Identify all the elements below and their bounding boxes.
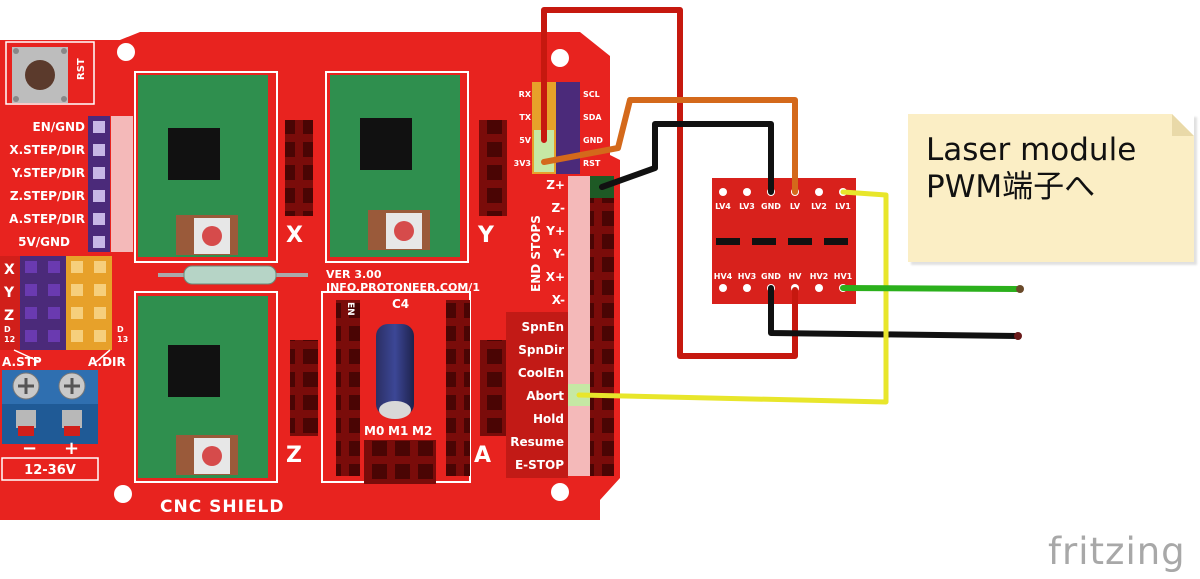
mounting-hole xyxy=(117,43,135,61)
pin-spnen: SpnEn xyxy=(521,320,564,334)
pin-resume: Resume xyxy=(510,435,564,449)
shifter-lv4: LV4 xyxy=(715,202,731,211)
wire-end xyxy=(1014,332,1022,340)
endstop-y-minus: Y- xyxy=(552,247,565,261)
endstop-y-plus: Y+ xyxy=(545,224,565,238)
i2c-gnd: GND xyxy=(583,136,603,145)
wire-black-gnd-top xyxy=(599,121,774,195)
endstop-x-minus: X- xyxy=(552,293,565,307)
left-pin-labels: EN/GND X.STEP/DIR Y.STEP/DIR Z.STEP/DIR … xyxy=(9,120,85,249)
uart-rx: RX xyxy=(519,90,532,99)
mounting-hole xyxy=(114,485,132,503)
pin-abort: Abort xyxy=(526,389,564,403)
pin-estop: E-STOP xyxy=(515,458,564,472)
shifter-gnd-top: GND xyxy=(761,202,781,211)
left-header xyxy=(88,116,133,252)
jumper-label-y: Y xyxy=(3,285,15,301)
a-dir-label: A.DIR xyxy=(88,355,126,369)
i2c-rst: RST xyxy=(583,159,601,168)
shifter-hv3: HV3 xyxy=(738,272,756,281)
note-text: Laser module PWM端子へ xyxy=(926,132,1137,205)
fritzing-watermark: fritzing xyxy=(1048,530,1186,573)
endstop-z-plus: Z+ xyxy=(546,178,565,192)
driver-label-x: X xyxy=(286,223,303,248)
driver-y: Y xyxy=(325,71,507,263)
pin-spndir: SpnDir xyxy=(518,343,564,357)
voltage-label: 12-36V xyxy=(24,463,76,478)
wire-end xyxy=(1016,285,1024,293)
jumper-label-x: X xyxy=(4,262,15,278)
wires xyxy=(541,7,1024,405)
pin-coolen: CoolEn xyxy=(518,366,564,380)
end-stops-title: END STOPS xyxy=(529,215,543,292)
cap-label: C4 xyxy=(392,297,409,311)
a-step-label: A.STP xyxy=(2,355,42,369)
shifter-hv1: HV1 xyxy=(834,272,853,281)
end-stops-header: END STOPS Z+ Z- Y+ Y- X+ X- SpnEn SpnDir… xyxy=(506,176,614,478)
driver-x: X xyxy=(134,71,313,263)
d13-number: 13 xyxy=(117,335,128,344)
shifter-lv3: LV3 xyxy=(739,202,755,211)
wire-black-gnd-bottom xyxy=(768,285,1021,339)
mounting-hole xyxy=(551,483,569,501)
uart-5v: 5V xyxy=(519,136,532,145)
d12-label: D xyxy=(4,325,11,334)
label-x-step-dir: X.STEP/DIR xyxy=(9,143,85,157)
driver-label-y: Y xyxy=(477,223,495,248)
url-label: INFO.PROTONEER.COM/1 xyxy=(326,281,480,294)
uart-tx: TX xyxy=(519,113,531,122)
minus-label: − xyxy=(22,438,37,459)
board-name: CNC SHIELD xyxy=(160,497,284,517)
en-label: EN xyxy=(345,302,355,316)
m1-label: M1 xyxy=(388,424,408,438)
cnc-shield-board: RST EN/GND X.STEP/DIR Y.STEP/DIR Z.STEP/… xyxy=(0,32,620,520)
driver-label-z: Z xyxy=(286,443,302,468)
d12-number: 12 xyxy=(4,335,15,344)
shifter-hv2: HV2 xyxy=(810,272,828,281)
uart-3v3: 3V3 xyxy=(514,159,531,168)
label-y-step-dir: Y.STEP/DIR xyxy=(11,166,85,180)
mounting-hole xyxy=(551,49,569,67)
driver-z: Z xyxy=(134,291,318,483)
shifter-hv: HV xyxy=(789,272,803,281)
axis-jumper-block: X Y Z D 12 D 13 A.STP A.DIR xyxy=(0,256,128,369)
endstop-x-plus: X+ xyxy=(546,270,565,284)
plus-label: + xyxy=(64,438,79,459)
shifter-lv: LV xyxy=(790,202,801,211)
i2c-scl: SCL xyxy=(583,90,600,99)
wire-orange-3v3 xyxy=(541,97,798,195)
sticky-note: Laser module PWM端子へ xyxy=(908,114,1194,262)
m2-label: M2 xyxy=(412,424,432,438)
shifter-hv4: HV4 xyxy=(714,272,733,281)
shifter-lv2: LV2 xyxy=(811,202,827,211)
label-z-step-dir: Z.STEP/DIR xyxy=(10,189,85,203)
shifter-lv1: LV1 xyxy=(835,202,851,211)
wire-green-pwm xyxy=(840,285,1023,292)
driver-a-socket: EN C4 M0 M1 M2 A xyxy=(321,291,508,484)
driver-label-a: A xyxy=(474,443,491,468)
jumper-label-z: Z xyxy=(4,308,14,324)
reset-button[interactable]: RST xyxy=(5,41,95,105)
reset-label: RST xyxy=(76,58,87,80)
label-a-step-dir: A.STEP/DIR xyxy=(9,212,85,226)
i2c-sda: SDA xyxy=(583,113,602,122)
shifter-gnd-bottom: GND xyxy=(761,272,781,281)
wire-yellow-abort xyxy=(576,189,889,405)
endstop-z-minus: Z- xyxy=(552,201,565,215)
d13-label: D xyxy=(117,325,124,334)
m0-label: M0 xyxy=(364,424,384,438)
label-5v-gnd: 5V/GND xyxy=(18,235,70,249)
wire-red-5v xyxy=(541,7,798,359)
label-en-gnd: EN/GND xyxy=(33,120,86,134)
version-label: VER 3.00 xyxy=(326,268,382,281)
level-shifter-board: LV4 LV3 GND LV LV2 LV1 HV4 HV3 GND HV HV… xyxy=(712,178,856,304)
pin-hold: Hold xyxy=(533,412,564,426)
resistor xyxy=(158,265,308,285)
power-terminal[interactable]: − + 12-36V xyxy=(1,370,99,481)
